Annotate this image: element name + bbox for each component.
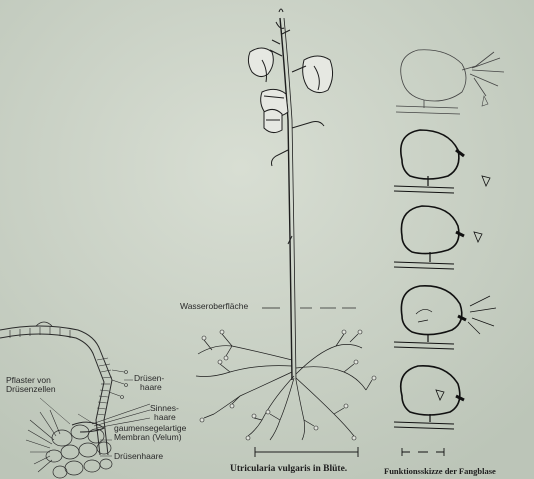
label-velum: gaumensegelartige Membran (Velum) [114, 424, 186, 442]
label-sinneshaare: Sinnes- haare [150, 404, 179, 422]
label-druesenhaare-bottom: Drüsenhaare [114, 452, 163, 461]
label-pflaster-line-2: Drüsenzellen [6, 385, 56, 394]
label-velum-line-2: Membran (Velum) [114, 433, 186, 442]
label-wasseroberflaeche: Wasseroberfläche [180, 302, 248, 311]
caption-main: Utricularia vulgaris in Blüte. [230, 464, 347, 474]
label-sinnes-line-2: haare [150, 413, 179, 422]
flower [264, 109, 282, 132]
label-druesen-top-line-2: haare [134, 383, 164, 392]
label-pflaster: Pflaster von Drüsenzellen [6, 376, 56, 394]
label-druesenhaare-top: Drüsen- haare [134, 374, 164, 392]
caption-sketch: Funktionsskizze der Fangblase [384, 466, 496, 476]
